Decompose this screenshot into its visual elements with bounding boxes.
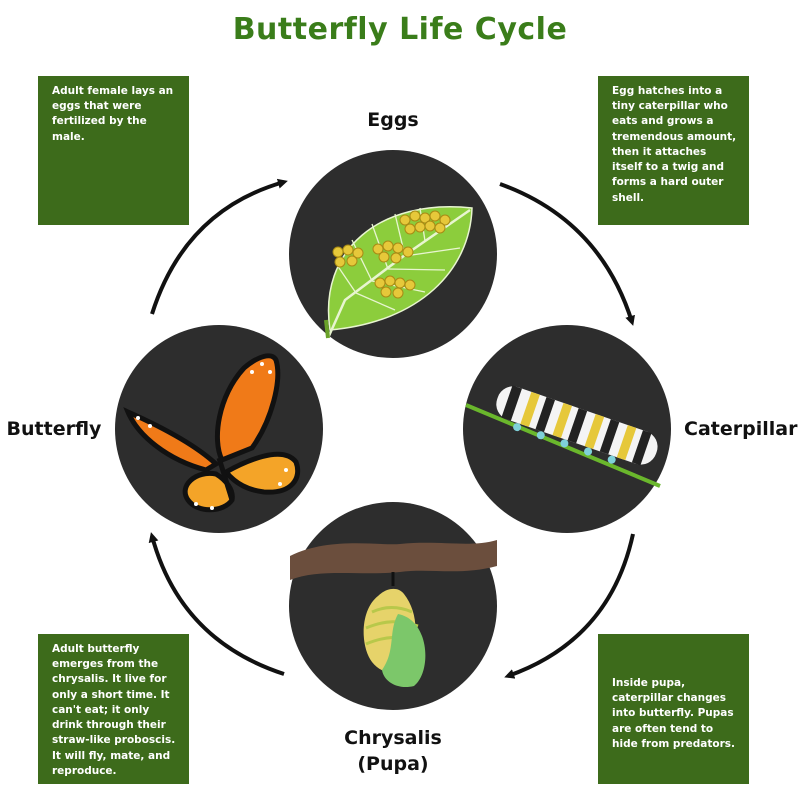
note-eggs-text: Adult female lays an eggs that were fert… [52, 85, 174, 143]
note-eggs: Adult female lays an eggs that were fert… [38, 76, 189, 225]
stage-label-eggs: Eggs [367, 109, 419, 131]
note-caterpillar-text: Egg hatches into a tiny caterpillar who … [612, 85, 737, 204]
note-butterfly-text: Adult butterfly emerges from the chrysal… [52, 643, 176, 777]
stage-label-chrysalis: Chrysalis (Pupa) [318, 726, 468, 777]
note-chrysalis-text: Inside pupa, caterpillar changes into bu… [612, 677, 735, 750]
arrow-chrysalis-to-butterfly [148, 532, 285, 676]
stage-label-pupa-text: (Pupa) [357, 752, 429, 775]
stage-label-chrysalis-text: Chrysalis [344, 727, 442, 749]
note-chrysalis: Inside pupa, caterpillar changes into bu… [598, 634, 749, 784]
stage-label-butterfly: Butterfly [6, 418, 102, 440]
arrow-butterfly-to-eggs [150, 178, 288, 315]
note-caterpillar: Egg hatches into a tiny caterpillar who … [598, 76, 749, 225]
egg-clusters [332, 210, 451, 299]
butterfly-illustration [123, 353, 301, 513]
arrow-caterpillar-to-chrysalis [504, 533, 635, 679]
arrow-eggs-to-caterpillar [499, 182, 635, 326]
note-butterfly: Adult butterfly emerges from the chrysal… [38, 634, 189, 784]
chrysalis-illustration [290, 540, 497, 688]
stage-label-caterpillar: Caterpillar [684, 418, 798, 440]
page-title: Butterfly Life Cycle [232, 12, 568, 47]
caterpillar-illustration [465, 385, 661, 488]
